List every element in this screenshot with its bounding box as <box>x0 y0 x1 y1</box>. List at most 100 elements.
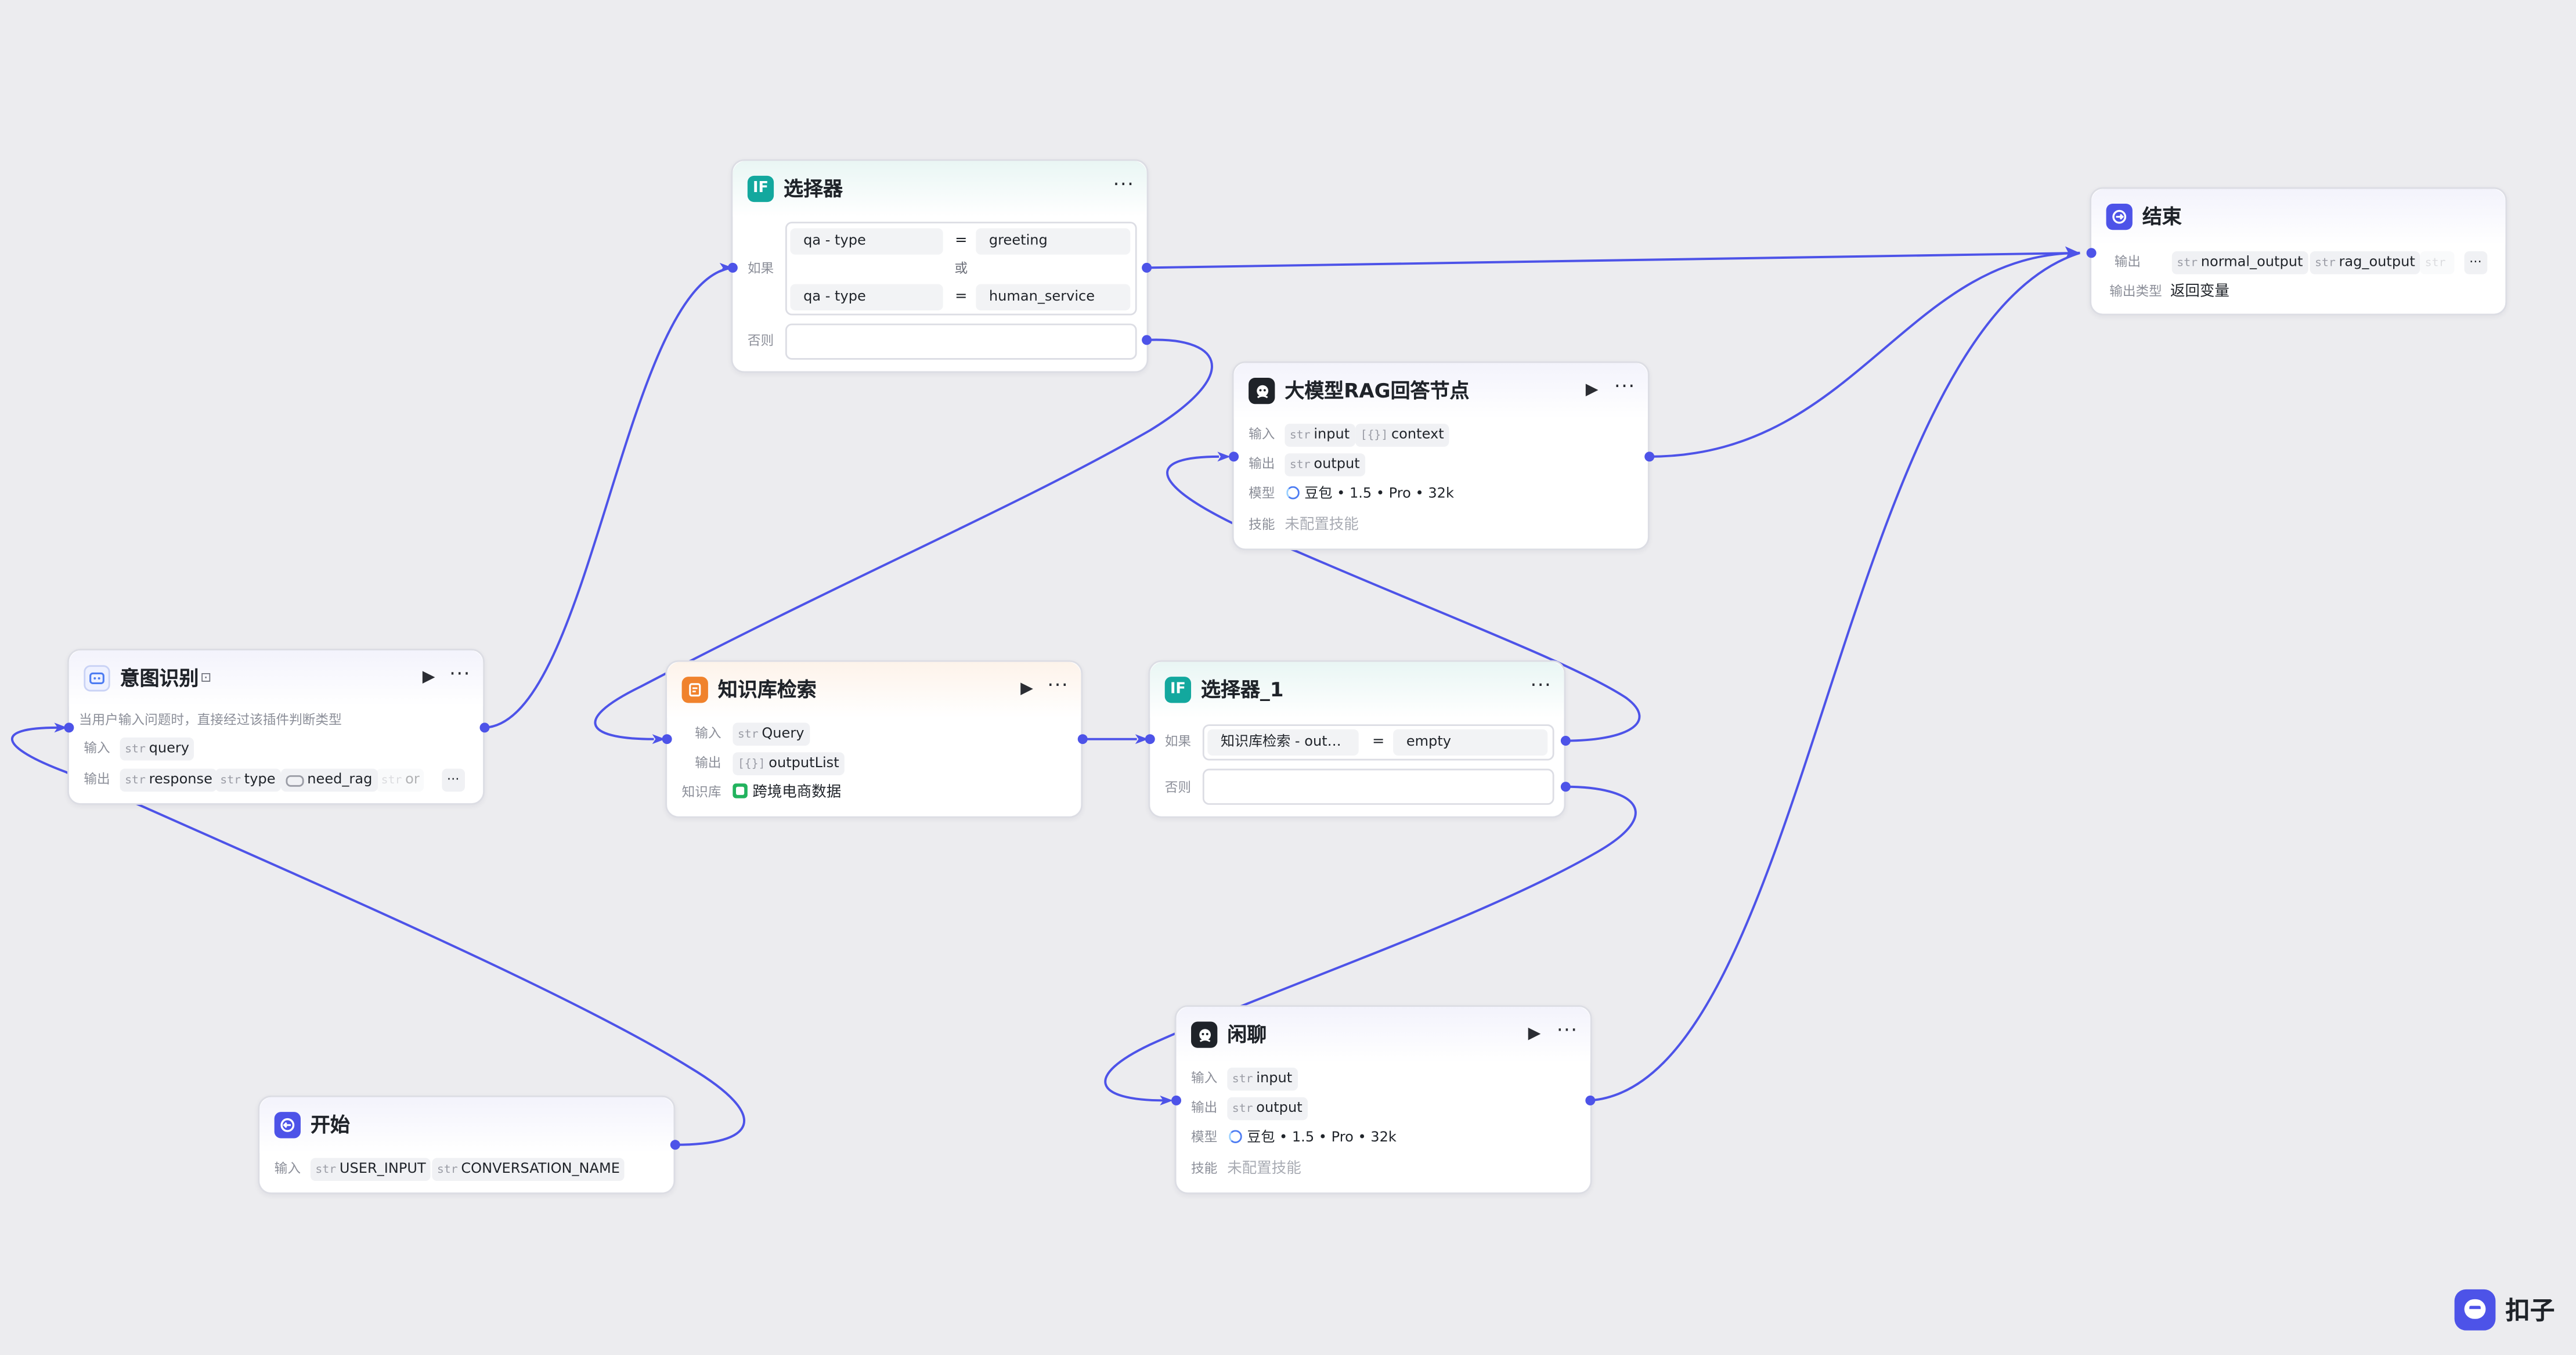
edge-selector1-if-to-rag[interactable] <box>1166 455 1641 742</box>
selector1-node[interactable]: IF 选择器_1 ··· 如果 知识库检索 - out… = empty 否则 <box>1148 660 1566 818</box>
kb-search-kb-name: 跨境电商数据 <box>752 785 842 802</box>
selector-condition-group[interactable] <box>785 222 1137 316</box>
edge-rag-to-end[interactable] <box>1649 251 2080 458</box>
edge-selector-else-to-kb[interactable] <box>594 338 1213 740</box>
start-output-port[interactable] <box>670 1140 680 1150</box>
selector-if-output-port[interactable] <box>1142 262 1152 273</box>
kb-search-run-button[interactable]: ▶ <box>1020 680 1033 698</box>
selector-else-label: 否则 <box>747 333 774 349</box>
kb-search-kb-value[interactable]: 跨境电商数据 <box>733 782 841 805</box>
selector-input-port[interactable] <box>727 262 738 273</box>
rag-llm-model-label: 模型 <box>1249 486 1275 501</box>
end-input-port[interactable] <box>2086 248 2097 258</box>
kb-search-output-port[interactable] <box>1077 734 1088 745</box>
intent-badge-icon: ⊡ <box>200 670 212 685</box>
end-more-outputs-button[interactable]: ··· <box>2464 251 2487 274</box>
intent-more-outputs-button[interactable]: ··· <box>442 768 464 792</box>
edge-chat-to-end[interactable] <box>1590 251 2080 1102</box>
kb-search-input-port[interactable] <box>662 734 672 745</box>
intent-output-port[interactable] <box>479 722 490 733</box>
intent-run-button[interactable]: ▶ <box>422 668 435 687</box>
intent-input-port[interactable] <box>64 722 74 733</box>
selector-else-output-port[interactable] <box>1142 335 1152 345</box>
selector-cond1-left[interactable]: qa - type <box>790 228 943 255</box>
edge-intent-to-selector[interactable] <box>484 266 733 729</box>
intent-output-tag[interactable]: need_rag <box>280 768 377 792</box>
kb-search-more-button[interactable]: ··· <box>1047 673 1069 697</box>
chat-input-port[interactable] <box>1171 1095 1182 1105</box>
edge-selector-if-to-end[interactable] <box>1146 251 2080 269</box>
kb-search-output-tag[interactable]: [{}]outputList <box>733 752 845 775</box>
chat-output-label: 输出 <box>1191 1100 1218 1115</box>
selector-cond2-left[interactable]: qa - type <box>790 284 943 310</box>
chat-more-button[interactable]: ··· <box>1556 1018 1578 1042</box>
type-label: str <box>381 774 402 787</box>
selector1-else-box[interactable] <box>1202 768 1554 805</box>
edge-start-to-intent[interactable] <box>10 726 745 1146</box>
chat-run-button[interactable]: ▶ <box>1528 1025 1541 1043</box>
chat-output-port[interactable] <box>1585 1095 1596 1105</box>
rag-llm-input-port[interactable] <box>1229 451 1239 462</box>
selector-cond2-right[interactable]: human_service <box>976 284 1131 310</box>
end-output-tag[interactable]: str <box>2420 251 2454 274</box>
selector-cond1-op[interactable]: = <box>955 233 968 250</box>
selector1-input-port[interactable] <box>1145 734 1155 745</box>
var-name: input <box>1314 427 1350 444</box>
intent-more-button[interactable]: ··· <box>449 662 471 685</box>
selector-more-button[interactable]: ··· <box>1113 172 1135 196</box>
chat-model-label: 模型 <box>1191 1130 1218 1145</box>
rag-llm-output-port[interactable] <box>1644 451 1655 462</box>
edge-selector1-else-to-chat[interactable] <box>1104 785 1637 1102</box>
selector1-more-button[interactable]: ··· <box>1530 673 1552 697</box>
var-name: rag_output <box>2339 254 2415 272</box>
selector-cond2-op[interactable]: = <box>955 289 968 306</box>
selector1-cond-right[interactable]: empty <box>1393 729 1548 756</box>
selector1-if-output-port[interactable] <box>1560 736 1571 746</box>
end-output-type-label: 输出类型 <box>2109 284 2162 299</box>
kb-search-node-title: 知识库检索 <box>717 678 817 702</box>
intent-node[interactable]: 意图识别 ⊡ ▶ ··· 当用户输入问题时，直接经过该插件判断类型 输入 str… <box>67 649 485 805</box>
rag-llm-run-button[interactable]: ▶ <box>1585 381 1599 399</box>
knowledge-icon <box>681 677 708 703</box>
rag-llm-more-button[interactable]: ··· <box>1614 374 1636 398</box>
selector1-condition-group[interactable] <box>1202 724 1554 761</box>
selector1-else-output-port[interactable] <box>1560 782 1571 792</box>
var-name: Query <box>762 726 804 743</box>
end-output-type-value[interactable]: 返回变量 <box>2170 284 2229 301</box>
var-name: CONVERSATION_NAME <box>461 1161 620 1178</box>
chat-model-value[interactable]: 豆包 • 1.5 • Pro • 32k <box>1229 1127 1397 1150</box>
selector-cond1-right[interactable]: greeting <box>976 228 1131 255</box>
type-label: str <box>315 1162 337 1176</box>
rag-llm-model-value[interactable]: 豆包 • 1.5 • Pro • 32k <box>1286 483 1454 506</box>
start-input-label: 输入 <box>274 1161 301 1176</box>
selector-else-box[interactable] <box>785 323 1137 360</box>
doubao-model-icon <box>1229 1130 1242 1143</box>
kb-search-input-label: 输入 <box>695 726 721 741</box>
selector1-cond-op[interactable]: = <box>1372 734 1385 751</box>
var-name: outputList <box>769 755 839 772</box>
if-icon: IF <box>747 175 774 203</box>
selector1-cond-left[interactable]: 知识库检索 - out… <box>1207 729 1359 756</box>
rag-llm-model-text: 豆包 • 1.5 • Pro • 32k <box>1304 486 1454 503</box>
selector-node[interactable]: IF 选择器 ··· 如果 qa - type = greeting 或 qa … <box>731 159 1149 373</box>
rag-llm-input-tag[interactable]: [{}]context <box>1355 424 1449 447</box>
type-label: str <box>220 774 241 787</box>
